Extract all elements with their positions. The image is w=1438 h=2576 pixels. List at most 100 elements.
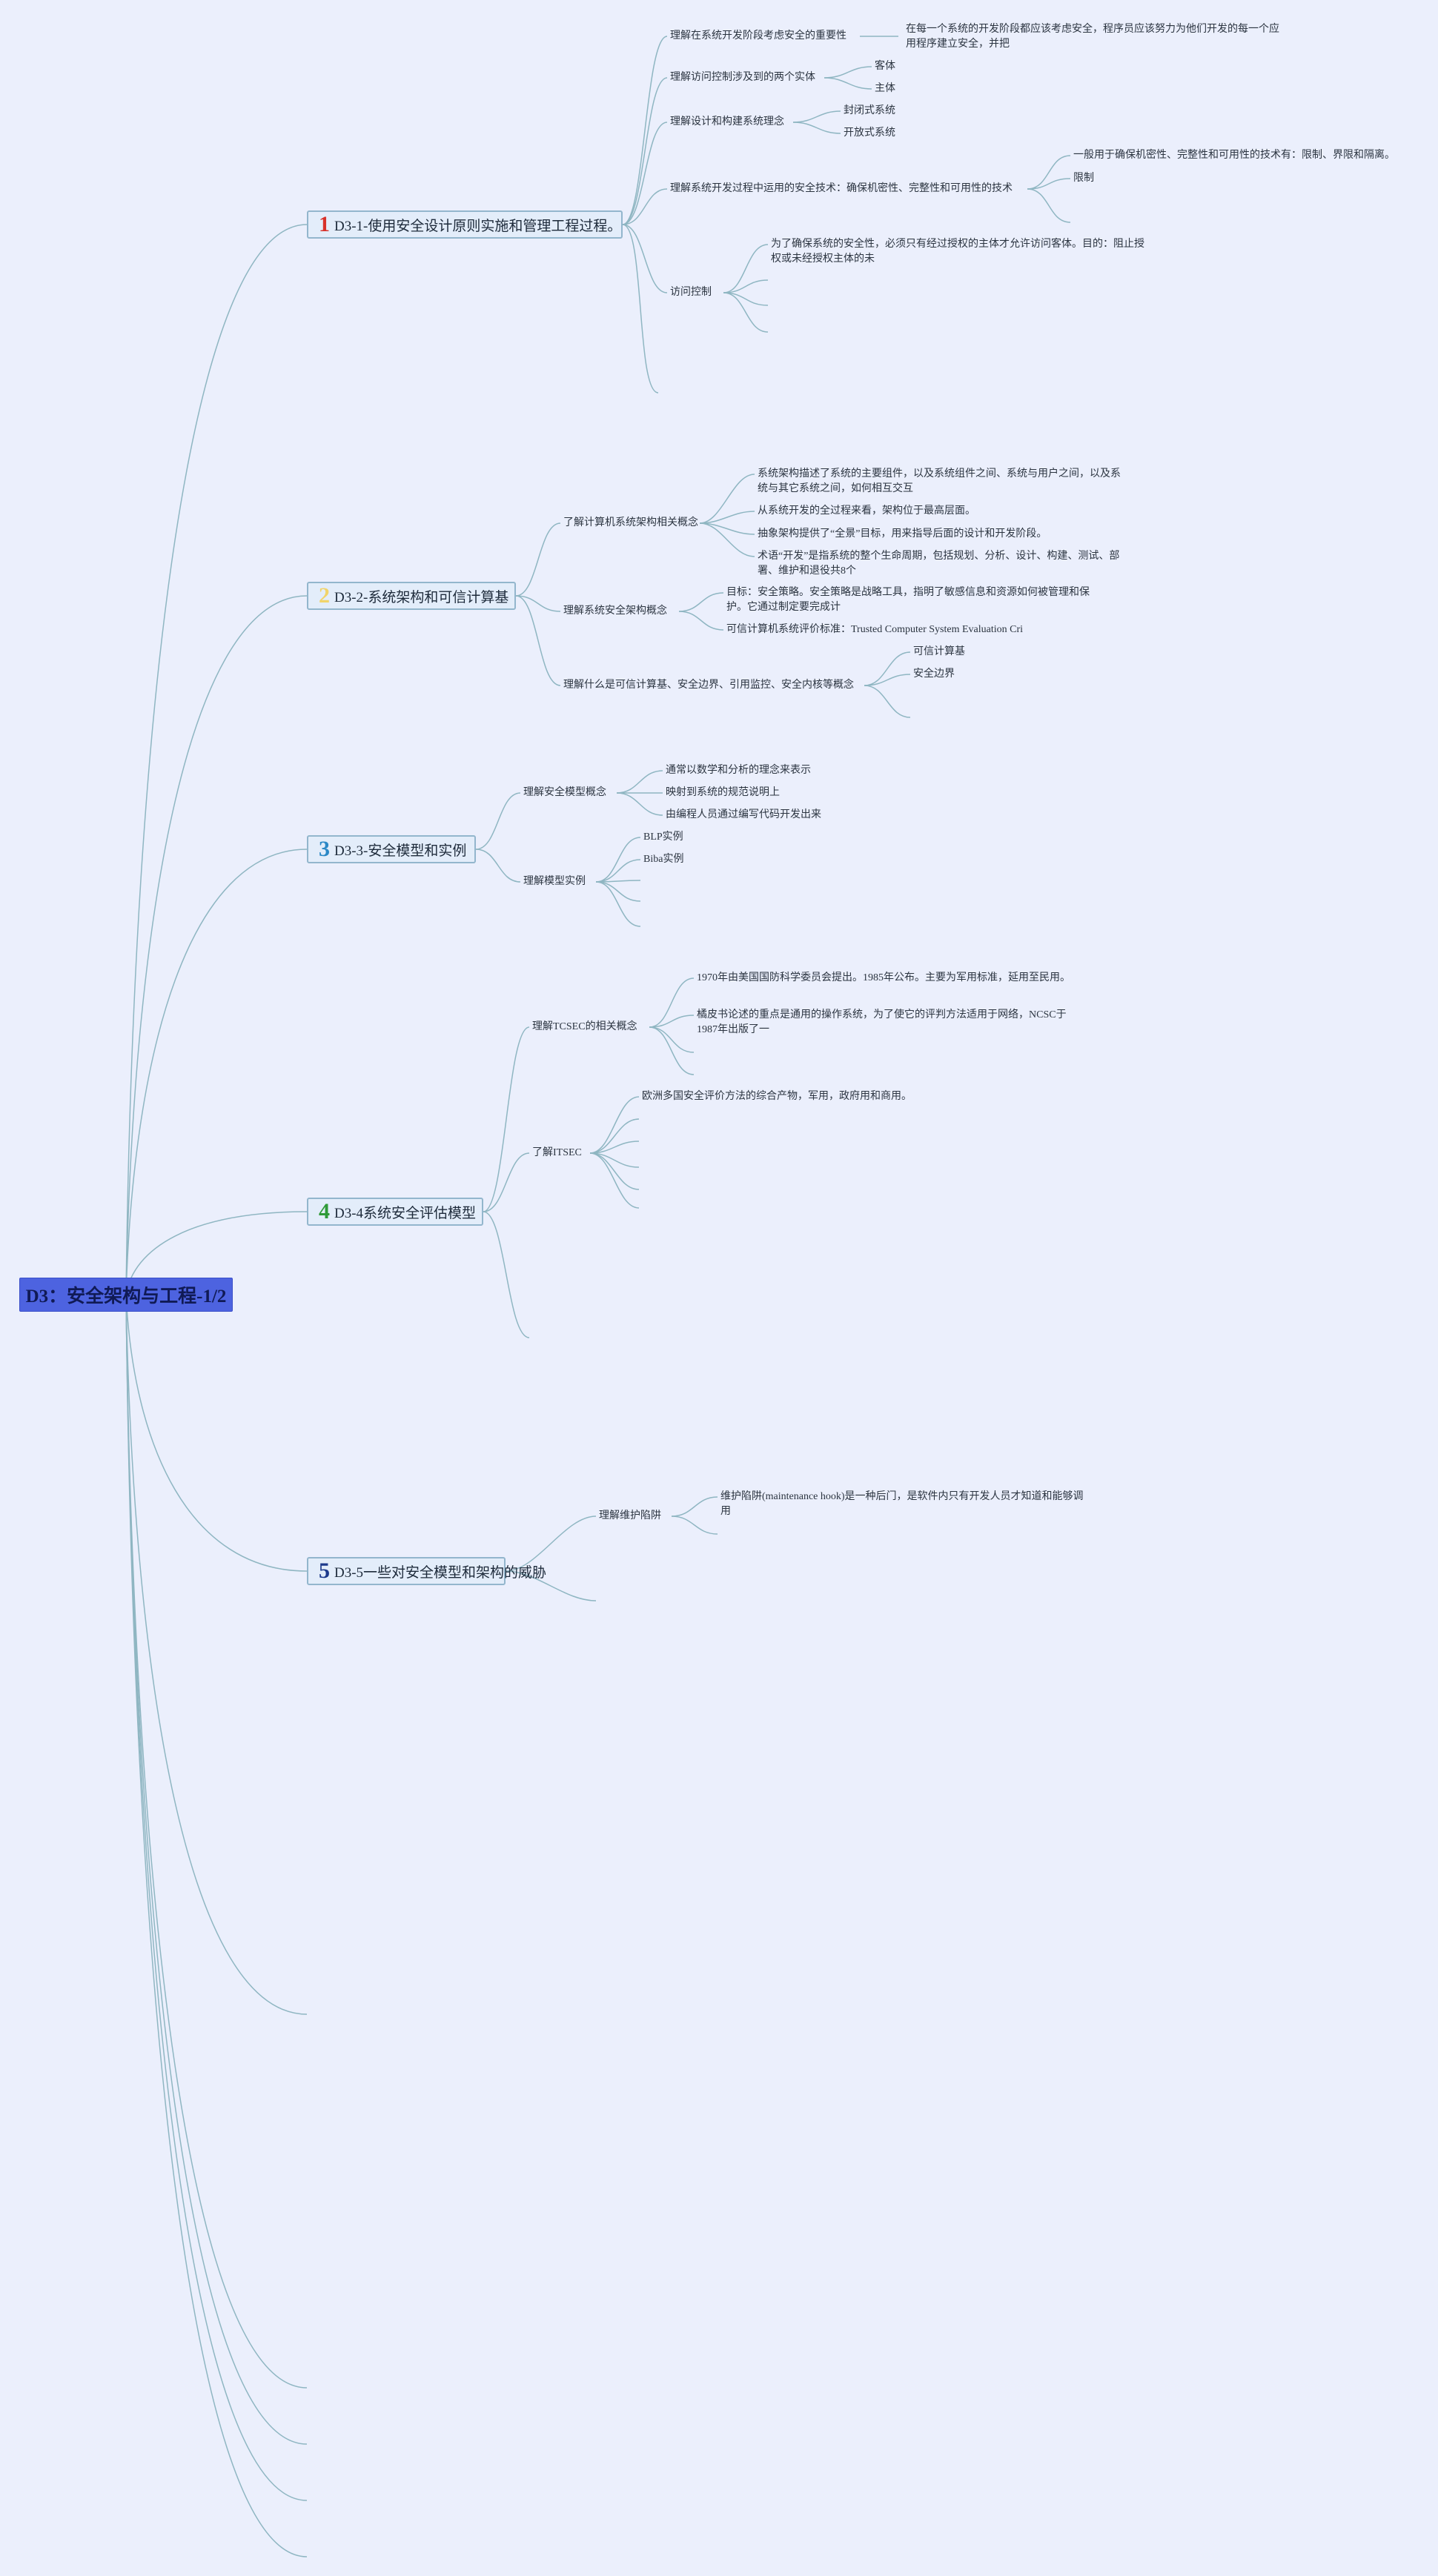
connector xyxy=(1027,188,1071,223)
subtopic-2-3[interactable]: 理解什么是可信计算基、安全边界、引用监控、安全内核等概念 xyxy=(563,680,854,691)
subtopic-3-2[interactable]: 理解模型实例 xyxy=(523,876,586,887)
branch-title: D3-1-使用安全设计原则实施和管理工程过程。 xyxy=(334,218,622,234)
connector-1 xyxy=(622,122,668,225)
leaf-1-2-1[interactable]: 客体 xyxy=(875,61,895,72)
subtopic-4-2[interactable]: 了解ITSEC xyxy=(532,1147,582,1158)
subtopic-4-1[interactable]: 理解TCSEC的相关概念 xyxy=(532,1021,637,1032)
connector xyxy=(723,292,769,333)
connector xyxy=(589,1152,640,1190)
connector xyxy=(595,837,641,883)
branch-number-icon: 3 xyxy=(319,837,330,861)
leaf-2-2-2[interactable]: 可信计算机系统评价标准：Trusted Computer System Eval… xyxy=(726,624,1024,635)
branch-topic-5[interactable]: 5 D3-5一些对安全模型和架构的威胁 xyxy=(307,1557,546,1585)
subtopic-3-1[interactable]: 理解安全模型概念 xyxy=(523,787,606,798)
root-connector-stub xyxy=(125,1294,308,2557)
branch-title: D3-3-安全模型和实例 xyxy=(334,843,467,859)
connector-5 xyxy=(505,1570,597,1601)
connector xyxy=(649,977,695,1028)
leaf-2-1-1[interactable]: 系统架构描述了系统的主要组件，以及系统组件之间、系统与用户之间，以及系统与其它系… xyxy=(758,468,1121,494)
connector xyxy=(589,1096,640,1154)
leaf-4-2-1[interactable]: 欧洲多国安全评价方法的综合产物，军用，政府用和商用。 xyxy=(642,1091,912,1102)
connector-4 xyxy=(483,1152,530,1212)
leaf-2-3-2[interactable]: 安全边界 xyxy=(913,668,955,680)
subtopic-2-2[interactable]: 理解系统安全架构概念 xyxy=(563,605,667,617)
subtopic-2-1[interactable]: 了解计算机系统架构相关概念 xyxy=(563,517,698,528)
leaf-1-4-2[interactable]: 限制 xyxy=(1073,173,1094,184)
connector xyxy=(1027,178,1071,190)
branch-title: D3-2-系统架构和可信计算基 xyxy=(334,589,509,605)
connector xyxy=(824,77,872,90)
branch-title: D3-5一些对安全模型和架构的威胁 xyxy=(334,1564,547,1581)
leaf-3-2-2[interactable]: Biba实例 xyxy=(643,854,684,865)
subtopic-1-3[interactable]: 理解设计和构建系统理念 xyxy=(670,116,784,127)
leaf-1-2-2[interactable]: 主体 xyxy=(875,83,895,94)
root-title: D3：安全架构与工程-1/2 xyxy=(25,1287,227,1307)
leaf-3-1-3[interactable]: 由编程人员通过编写代码开发出来 xyxy=(666,809,821,820)
root-topic[interactable]: D3：安全架构与工程-1/2 xyxy=(19,1278,233,1312)
leaf-2-1-3[interactable]: 抽象架构提供了“全景”目标，用来指导后面的设计和开发阶段。 xyxy=(758,528,1047,540)
connector xyxy=(649,1026,695,1053)
leaf-3-2-1[interactable]: BLP实例 xyxy=(643,831,683,843)
connector xyxy=(864,651,911,686)
connector xyxy=(792,122,841,134)
leaf-1-4-1[interactable]: 一般用于确保机密性、完整性和可用性的技术有：限制、界限和隔离。 xyxy=(1073,150,1395,161)
connector xyxy=(699,522,755,557)
subtopic-1-2[interactable]: 理解访问控制涉及到的两个实体 xyxy=(670,72,815,83)
leaf-3-1-1[interactable]: 通常以数学和分析的理念来表示 xyxy=(666,765,811,776)
connector xyxy=(589,1118,640,1154)
connector xyxy=(678,592,724,612)
subtopic-1-5[interactable]: 访问控制 xyxy=(670,287,712,298)
connector xyxy=(723,279,769,293)
leaf-1-5-1[interactable]: 为了确保系统的安全性，必须只有经过授权的主体才允许访问客体。目的：阻止授权或未经… xyxy=(771,239,1144,265)
branch-number-icon: 1 xyxy=(319,212,330,236)
connector xyxy=(699,511,755,524)
branch-number-icon: 4 xyxy=(319,1199,330,1224)
connector xyxy=(616,770,663,794)
connector-1 xyxy=(622,36,668,225)
leaf-1-3-1[interactable]: 封闭式系统 xyxy=(844,105,895,116)
connector-4 xyxy=(483,1026,530,1212)
leaf-1-1-1[interactable]: 在每一个系统的开发阶段都应该考虑安全，程序员应该努力为他们开发的每一个应用程序建… xyxy=(906,24,1279,50)
connector xyxy=(589,1141,640,1154)
connector-1 xyxy=(622,224,659,394)
root-connector-b2 xyxy=(125,595,308,1295)
branch-topic-3[interactable]: 3 D3-3-安全模型和实例 xyxy=(307,835,476,863)
leaf-5-1-1[interactable]: 维护陷阱(maintenance hook)是一种后门，是软件内只有开发人员才知… xyxy=(720,1491,1084,1517)
connector xyxy=(723,244,769,293)
connector xyxy=(671,1496,718,1517)
connector-3 xyxy=(475,792,521,850)
leaf-4-1-1[interactable]: 1970年由美国国防科学委员会提出。1985年公布。主要为军用标准，延用至民用。 xyxy=(697,972,1070,983)
root-connector-stub xyxy=(125,1294,308,2445)
subtopic-5-1[interactable]: 理解维护陷阱 xyxy=(599,1510,661,1521)
connector xyxy=(1027,155,1071,190)
connector xyxy=(595,881,641,927)
leaf-2-1-4[interactable]: 术语“开发”是指系统的整个生命周期，包括规划、分析、设计、构建、测试、部署、维护… xyxy=(758,551,1120,577)
connector-2 xyxy=(515,522,561,597)
branch-title: D3-4系统安全评估模型 xyxy=(334,1205,477,1221)
root-connector-stub xyxy=(125,1294,308,2501)
branch-topic-4[interactable]: 4 D3-4系统安全评估模型 xyxy=(307,1198,483,1226)
branch-topic-2[interactable]: 2 D3-2-系统架构和可信计算基 xyxy=(307,582,516,610)
subtopic-1-1[interactable]: 理解在系统开发阶段考虑安全的重要性 xyxy=(670,30,846,42)
subtopic-1-4[interactable]: 理解系统开发过程中运用的安全技术：确保机密性、完整性和可用性的技术 xyxy=(670,183,1013,194)
leaf-2-3-1[interactable]: 可信计算基 xyxy=(913,646,965,657)
root-connector-stub xyxy=(125,1294,308,2015)
leaf-2-1-2[interactable]: 从系统开发的全过程来看，架构位于最高层面。 xyxy=(758,505,975,517)
leaf-4-1-2[interactable]: 橘皮书论述的重点是通用的操作系统，为了使它的评判方法适用于网络，NCSC于198… xyxy=(697,1009,1067,1035)
root-connector-b3 xyxy=(125,849,308,1295)
leaf-1-3-2[interactable]: 开放式系统 xyxy=(844,127,895,139)
root-connector-b5 xyxy=(125,1294,308,1572)
connector xyxy=(792,110,841,123)
root-connector-stub xyxy=(125,1294,308,2389)
connector-2 xyxy=(515,595,561,612)
branch-topic-1[interactable]: 1 D3-1-使用安全设计原则实施和管理工程过程。 xyxy=(307,210,623,239)
leaf-2-2-1[interactable]: 目标：安全策略。安全策略是战略工具，指明了敏感信息和资源如何被管理和保护。它通过… xyxy=(726,587,1090,613)
connector xyxy=(864,685,911,718)
connector-1 xyxy=(622,188,668,225)
connector xyxy=(649,1026,695,1075)
connector xyxy=(649,1015,695,1028)
branch-number-icon: 5 xyxy=(319,1558,330,1583)
leaf-3-1-2[interactable]: 映射到系统的规范说明上 xyxy=(666,787,780,798)
